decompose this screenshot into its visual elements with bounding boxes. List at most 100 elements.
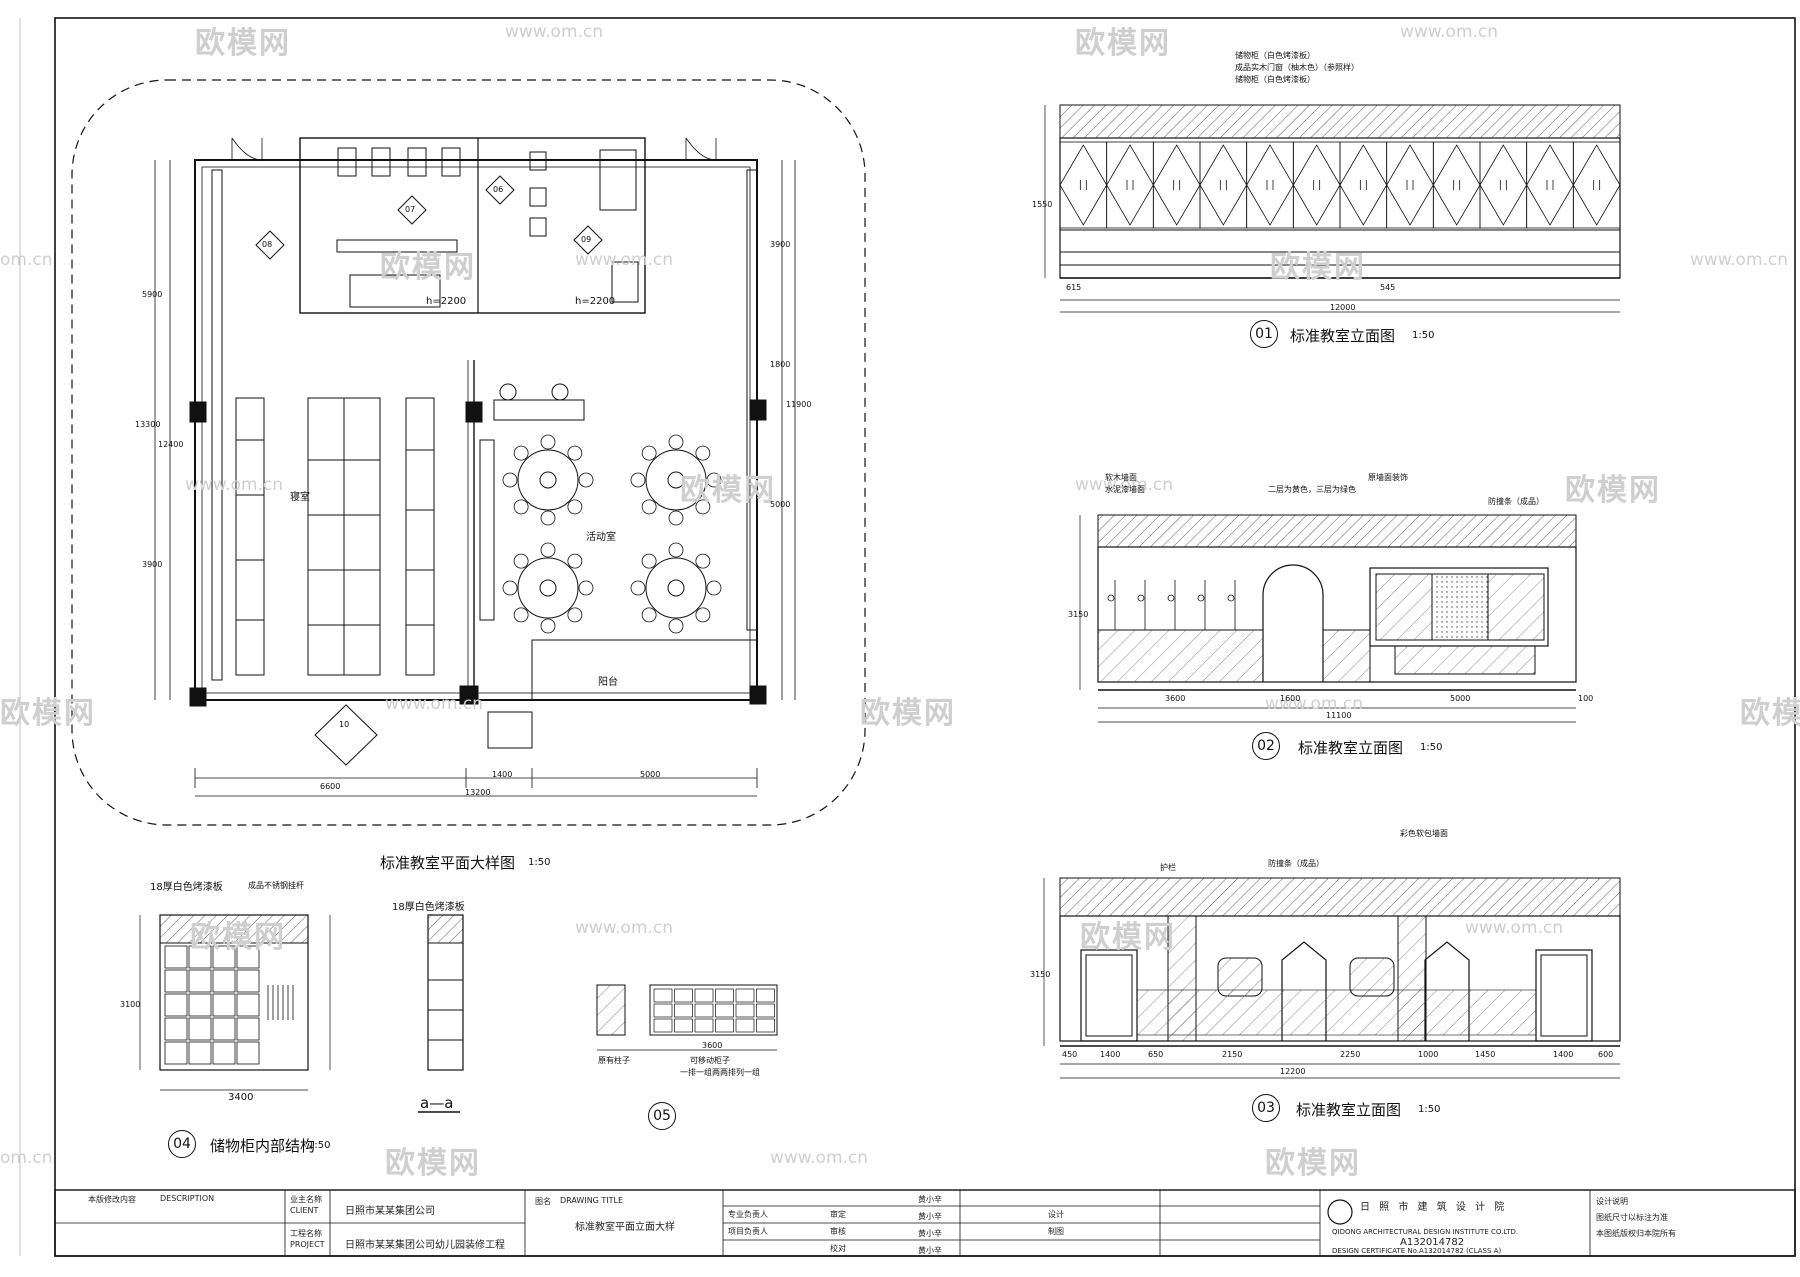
dim-label: 5900 bbox=[142, 290, 163, 299]
tb-revision-label: 本版修改内容 bbox=[88, 1195, 136, 1204]
cabinet-door bbox=[1292, 141, 1341, 229]
cubby bbox=[236, 1041, 260, 1065]
annotation: 防撞条（成品） bbox=[1268, 859, 1324, 868]
chair bbox=[567, 499, 583, 515]
dim-label: 6600 bbox=[320, 782, 341, 791]
annotation: 防撞条（成品） bbox=[1488, 497, 1544, 506]
section-tag: 10 bbox=[339, 720, 350, 729]
annotation: 成品实木门窗（柚木色）（参照样） bbox=[1235, 63, 1359, 72]
cabinet-cell bbox=[715, 1018, 734, 1033]
door-height-label: h=2200 bbox=[575, 296, 616, 307]
door-panel bbox=[1386, 144, 1434, 226]
door-panel bbox=[1292, 144, 1341, 226]
chair bbox=[540, 510, 556, 526]
dim-label: 2250 bbox=[1340, 1050, 1361, 1059]
tb-note: 图纸尺寸以标注为准 bbox=[1596, 1213, 1668, 1222]
cabinet-cell bbox=[756, 988, 775, 1003]
room-label-balcony: 阳台 bbox=[598, 677, 618, 688]
annotation: 软木墙面 bbox=[1105, 473, 1137, 482]
tb-signature: 黄小辛 bbox=[918, 1212, 942, 1221]
door-panel bbox=[1432, 144, 1481, 226]
tb-certificate: A132014782 bbox=[1400, 1237, 1465, 1248]
title-block bbox=[54, 1189, 1796, 1257]
elevation-scale: 1:50 bbox=[1418, 1104, 1441, 1115]
dim-label: 600 bbox=[1598, 1050, 1614, 1059]
elevation-03 bbox=[1043, 877, 1621, 1079]
annotation: 可移动柜子 bbox=[690, 1056, 730, 1065]
cubby bbox=[236, 993, 260, 1017]
section-tag: 09 bbox=[581, 235, 592, 244]
watermark-logo: 欧模网 bbox=[1075, 26, 1171, 61]
chair bbox=[641, 607, 657, 623]
tb-project: 日照市某某集团公司幼儿园装修工程 bbox=[345, 1240, 505, 1251]
detail-05 bbox=[596, 984, 778, 1051]
watermark-logo: 欧模网 bbox=[680, 473, 776, 508]
cabinet-door bbox=[1059, 141, 1108, 229]
door-panel bbox=[1339, 144, 1388, 226]
watermark-logo: 欧模网 bbox=[385, 1146, 481, 1181]
cabinet-door bbox=[1479, 141, 1528, 229]
cabinet-cell bbox=[735, 1018, 755, 1033]
dim-label: 615 bbox=[1066, 283, 1082, 292]
cabinet-door bbox=[1246, 141, 1294, 229]
chair bbox=[668, 434, 684, 450]
cabinet-cell bbox=[715, 1003, 734, 1018]
dim-label: 1550 bbox=[1032, 200, 1053, 209]
cabinet-door bbox=[1432, 141, 1481, 229]
watermark-url: www.om.cn bbox=[770, 1148, 869, 1168]
door-height-label: h=2200 bbox=[426, 296, 467, 307]
dim-label: 650 bbox=[1148, 1050, 1164, 1059]
chair bbox=[668, 542, 684, 558]
annotation: 18厚白色烤漆板 bbox=[392, 902, 465, 913]
tb-role: 校对 bbox=[830, 1244, 846, 1253]
chair bbox=[513, 445, 529, 461]
chair bbox=[630, 580, 646, 596]
tb-certificate-en: DESIGN CERTIFICATE No.A132014782 (CLASS … bbox=[1332, 1247, 1502, 1255]
door-panel bbox=[1199, 144, 1248, 226]
cabinet-door bbox=[1386, 141, 1434, 229]
chair bbox=[567, 445, 583, 461]
detail-number: 04 bbox=[168, 1130, 196, 1158]
watermark-logo: 欧模网 bbox=[1265, 1146, 1361, 1181]
dim-label: 3150 bbox=[1068, 610, 1089, 619]
cubby bbox=[212, 969, 236, 993]
section-label: a—a bbox=[420, 1094, 454, 1112]
chair bbox=[540, 542, 556, 558]
watermark-logo: 欧模网 bbox=[190, 920, 286, 955]
cubby bbox=[164, 993, 188, 1017]
watermark-url: www.om.cn bbox=[1400, 22, 1499, 42]
tb-client-label: 业主名称 bbox=[290, 1195, 322, 1204]
chair bbox=[668, 510, 684, 526]
cubby bbox=[188, 969, 212, 993]
annotation: 水泥漆墙面 bbox=[1105, 485, 1145, 494]
annotation: 二层为黄色，三层为绿色 bbox=[1268, 485, 1356, 494]
chair bbox=[578, 580, 594, 596]
dim-label: 5000 bbox=[770, 500, 791, 509]
section-tag: 08 bbox=[262, 240, 273, 249]
annotation: 储物柜（白色烤漆板） bbox=[1235, 75, 1315, 84]
tb-drawing-title-label: 图名 bbox=[535, 1197, 551, 1206]
tb-revision-label-en: DESCRIPTION bbox=[160, 1194, 215, 1203]
dim-label: 5000 bbox=[640, 770, 661, 779]
chair bbox=[513, 499, 529, 515]
watermark-url: om.cn bbox=[0, 250, 53, 270]
detail-04 bbox=[139, 914, 464, 1113]
elevation-title: 标准教室立面图 bbox=[1298, 739, 1404, 757]
watermark-logo: 欧模网 bbox=[380, 250, 476, 285]
dim-label: 1400 bbox=[492, 770, 513, 779]
elevation-title: 标准教室立面图 bbox=[1296, 1101, 1402, 1119]
door-panel bbox=[1106, 144, 1154, 226]
tb-note: 本图纸版权归本院所有 bbox=[1596, 1229, 1676, 1238]
dim-label: 11100 bbox=[1326, 711, 1352, 720]
dim-label: 3400 bbox=[228, 1092, 254, 1103]
cabinet-cell bbox=[653, 988, 673, 1003]
annotation: 成品不锈钢挂杆 bbox=[248, 881, 304, 890]
tb-client-label-en: CLIENT bbox=[290, 1206, 319, 1215]
watermark-url: www.om.cn bbox=[505, 22, 604, 42]
annotation: 原有柱子 bbox=[598, 1056, 630, 1065]
chair bbox=[668, 618, 684, 634]
cabinet-cell bbox=[735, 1003, 755, 1018]
tb-role: 制图 bbox=[1048, 1227, 1064, 1236]
